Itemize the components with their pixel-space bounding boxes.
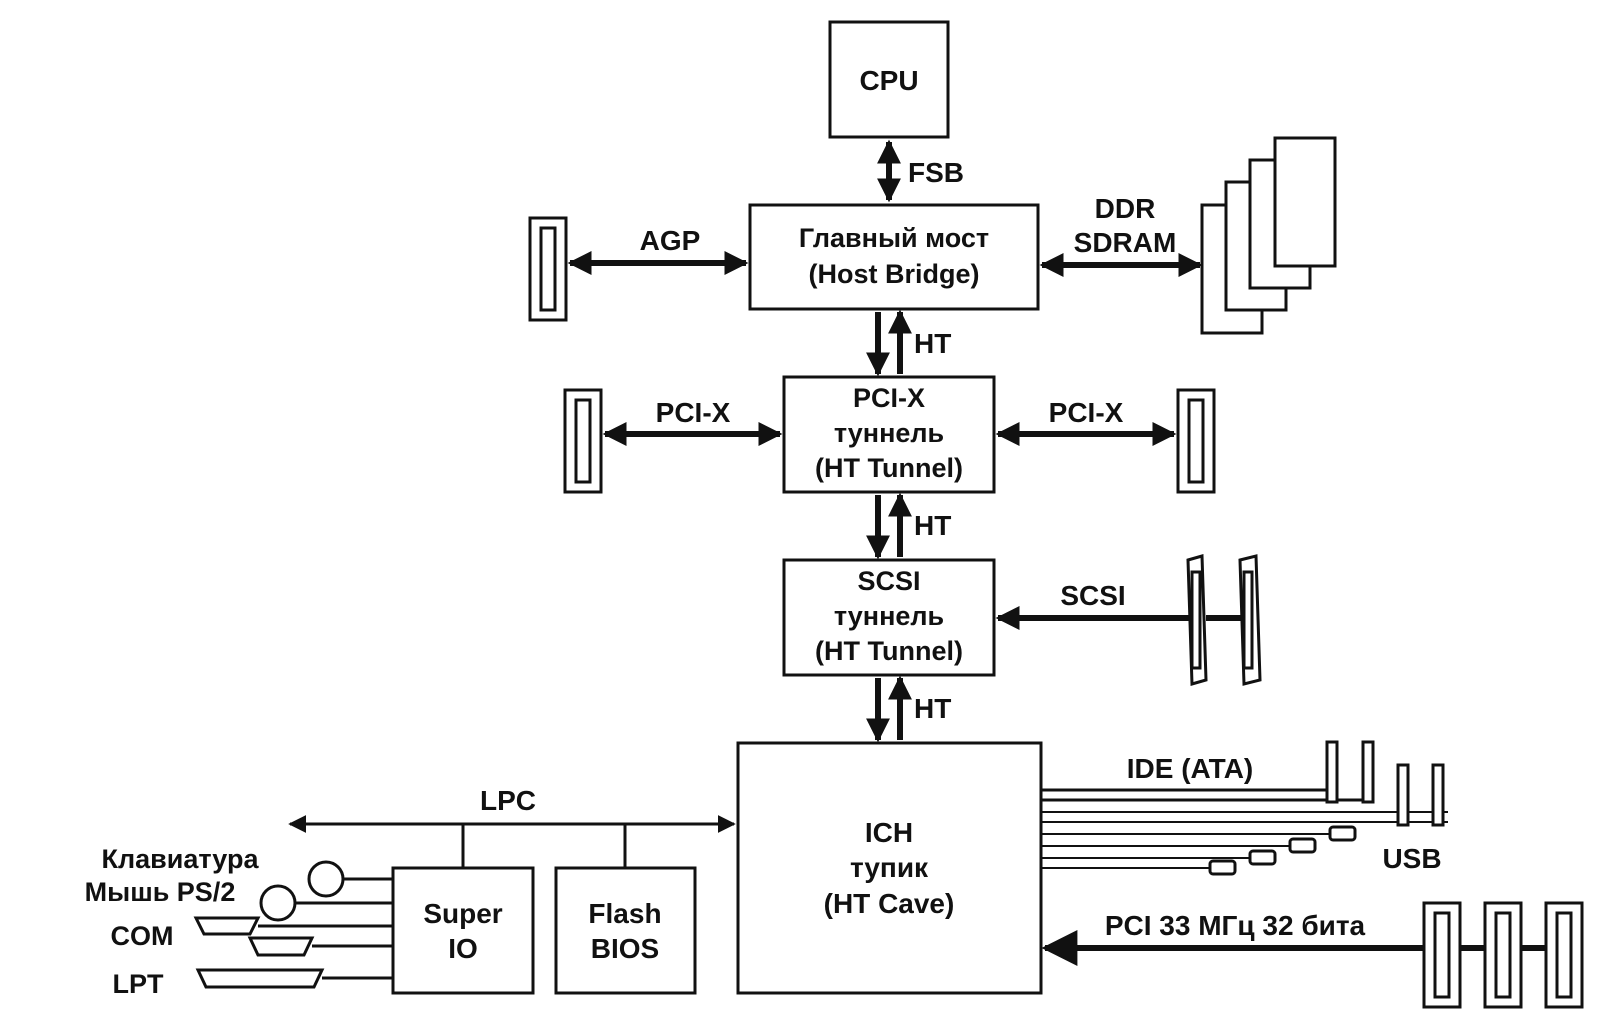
usb-label: USB [1382, 843, 1441, 874]
com-port-icon-1 [193, 916, 393, 936]
scsi-tunnel-label-line1: SCSI [857, 566, 920, 596]
super-io-label-line1: Super [423, 898, 502, 929]
pcix-label-right: PCI-X [1049, 397, 1124, 428]
flash-bios-label-line1: Flash [588, 898, 661, 929]
pci-label: PCI 33 МГц 32 бита [1105, 910, 1366, 941]
pcix-tunnel-label-line2: туннель [834, 418, 944, 448]
host-bridge-label-line1: Главный мост [799, 223, 989, 253]
agp-label: AGP [640, 225, 701, 256]
scsi-tunnel-label-line2: туннель [834, 601, 944, 631]
lpt-label: LPT [113, 969, 165, 999]
pcix-slot-left [563, 388, 603, 494]
pci-slots [1422, 901, 1584, 1009]
host-bridge-block: Главный мост (Host Bridge) [748, 203, 1040, 311]
ich-label-line1: ICH [865, 817, 913, 848]
ich-label-line2: тупик [850, 852, 929, 883]
scsi-tunnel-label-line3: (HT Tunnel) [815, 636, 963, 666]
ps2-mouse-port-icon [259, 884, 393, 922]
host-bridge-label-line2: (Host Bridge) [809, 259, 980, 289]
keyboard-label: Клавиатура [102, 844, 260, 874]
pcix-label-left: PCI-X [656, 397, 731, 428]
ich-label-line3: (HT Cave) [824, 888, 955, 919]
fsb-label: FSB [908, 157, 964, 188]
ide-label: IDE (ATA) [1127, 753, 1254, 784]
cpu-block: CPU [828, 20, 950, 139]
lpt-port-icon [195, 968, 393, 989]
ddr-memory-modules [1200, 136, 1337, 335]
ddr-label-line2: SDRAM [1074, 227, 1177, 258]
pcix-tunnel-label-line1: PCI-X [853, 383, 925, 413]
ddr-label-line1: DDR [1095, 193, 1156, 224]
ht-label-2: HT [914, 510, 951, 541]
ht-label-1: HT [914, 328, 951, 359]
ht-label-3: HT [914, 693, 951, 724]
lpc-label: LPC [480, 785, 536, 816]
flash-bios-block: Flash BIOS [554, 866, 697, 995]
ide-connectors [1041, 740, 1375, 804]
pcix-tunnel-block: PCI-X туннель (HT Tunnel) [782, 375, 996, 494]
flash-bios-label-line2: BIOS [591, 933, 659, 964]
ich-block: ICH тупик (HT Cave) [736, 741, 1043, 995]
pcix-tunnel-label-line3: (HT Tunnel) [815, 453, 963, 483]
agp-slot [528, 216, 568, 322]
usb-connectors [1041, 763, 1448, 876]
super-io-block: Super IO [391, 866, 535, 995]
pcix-slot-right [1176, 388, 1216, 494]
scsi-connectors [1186, 554, 1262, 686]
super-io-label-line2: IO [448, 933, 478, 964]
scsi-label: SCSI [1060, 580, 1125, 611]
cpu-label: CPU [859, 65, 918, 96]
com-port-icon-2 [247, 936, 393, 957]
scsi-tunnel-block: SCSI туннель (HT Tunnel) [782, 558, 996, 677]
mouse-label: Мышь PS/2 [85, 877, 236, 907]
ps2-keyboard-port-icon [307, 860, 393, 898]
com-label: COM [111, 921, 174, 951]
